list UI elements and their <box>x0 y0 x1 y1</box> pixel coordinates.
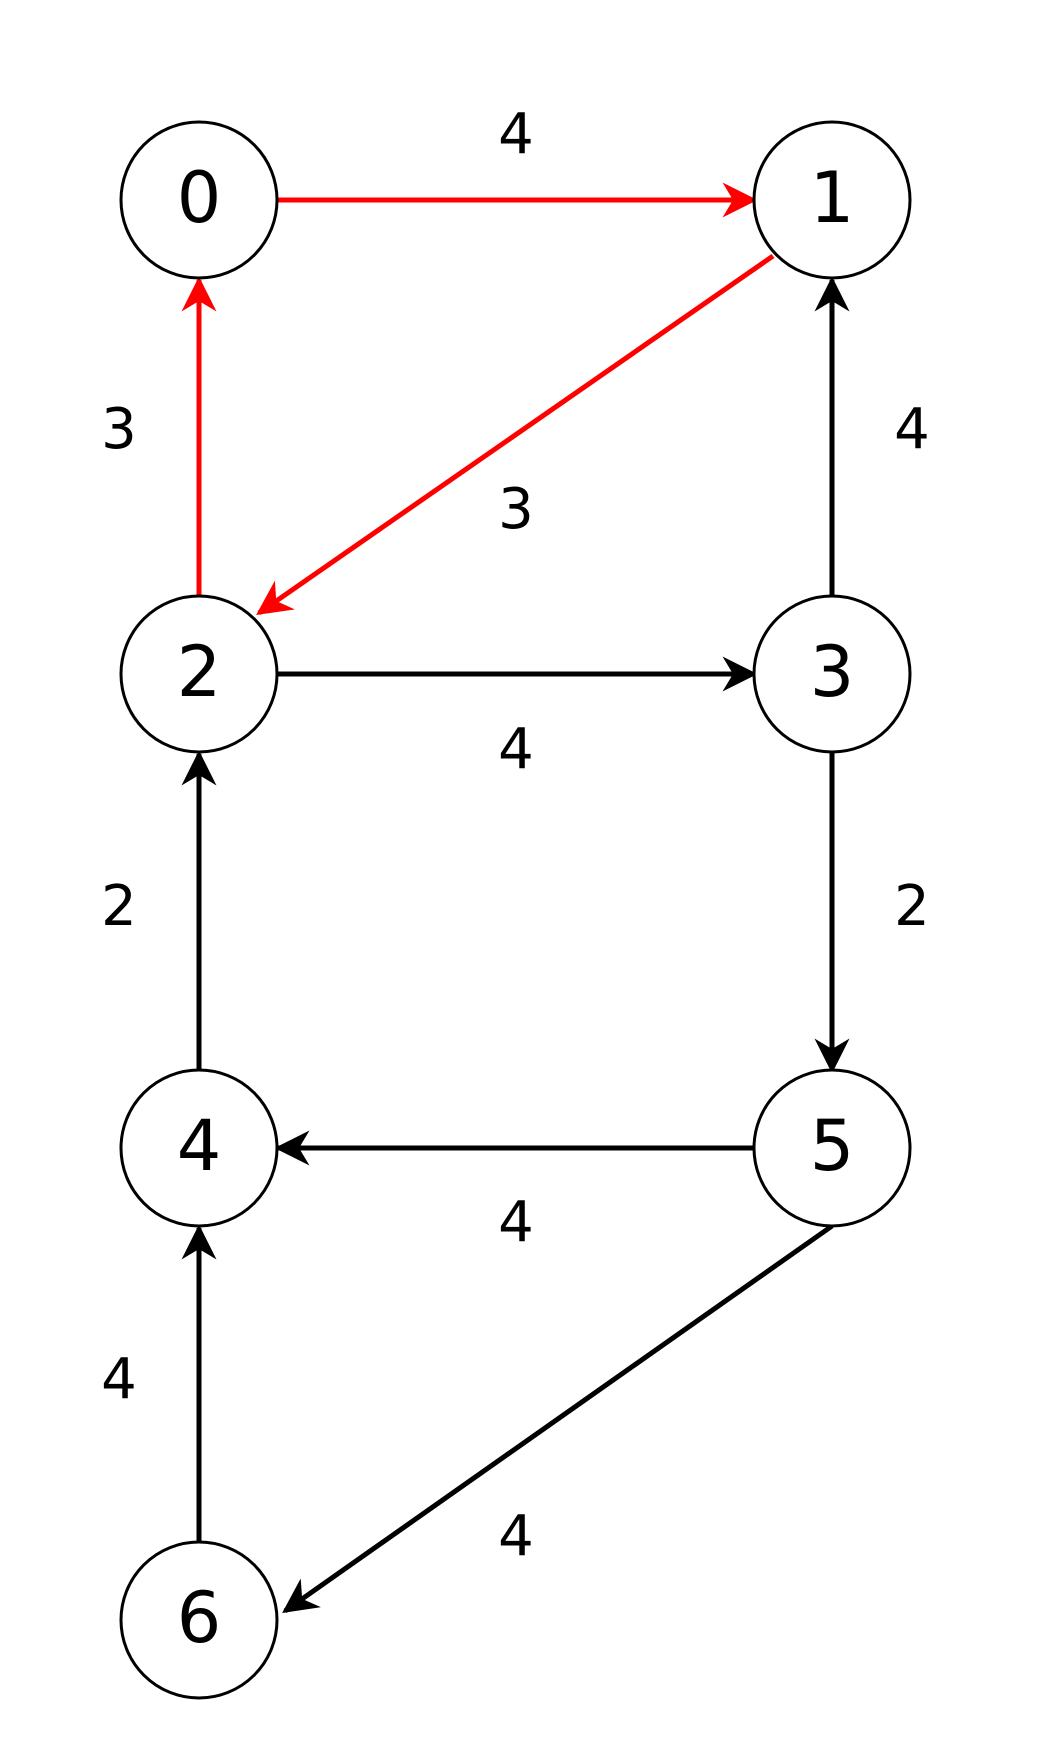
edge-5-6: 4 <box>282 1223 834 1614</box>
edge-weight-label: 4 <box>498 102 534 167</box>
node-label: 2 <box>177 631 222 713</box>
node-6: 6 <box>119 1540 279 1700</box>
node-circle <box>752 1068 912 1228</box>
node-5: 5 <box>752 1068 912 1228</box>
node-4: 4 <box>119 1068 279 1228</box>
edge-5-4: 4 <box>274 1130 754 1255</box>
node-0: 0 <box>119 120 279 280</box>
edge-weight-label: 3 <box>101 397 137 462</box>
node-2: 2 <box>119 594 279 754</box>
edge-3-1: 4 <box>814 276 930 596</box>
edges: 4 3 3 4 4 2 2 <box>101 102 930 1614</box>
edge-weight-label: 4 <box>498 1190 534 1255</box>
node-circle <box>119 1068 279 1228</box>
edge-weight-label: 2 <box>101 874 137 939</box>
edge-weight-label: 4 <box>498 1504 534 1569</box>
edge-2-3: 4 <box>278 656 758 782</box>
edge-3-5: 2 <box>814 752 930 1074</box>
node-circle <box>752 120 912 280</box>
edge-weight-label: 4 <box>894 397 930 462</box>
node-circle <box>119 594 279 754</box>
edge-weight-label: 4 <box>101 1347 137 1412</box>
node-label: 0 <box>177 157 222 239</box>
node-3: 3 <box>752 594 912 754</box>
edge-line <box>282 1223 834 1614</box>
edge-weight-label: 3 <box>498 477 534 542</box>
edge-line <box>256 253 775 616</box>
node-circle <box>119 120 279 280</box>
node-label: 1 <box>810 157 855 239</box>
node-circle <box>119 1540 279 1700</box>
node-label: 4 <box>177 1105 222 1187</box>
edge-weight-label: 2 <box>894 874 930 939</box>
edge-1-2: 3 <box>256 253 775 616</box>
edge-0-1: 4 <box>278 102 758 218</box>
nodes: 0 1 2 3 4 5 6 <box>119 120 912 1700</box>
node-circle <box>752 594 912 754</box>
node-label: 5 <box>810 1105 855 1187</box>
node-label: 3 <box>810 631 855 713</box>
node-label: 6 <box>177 1577 222 1659</box>
edge-weight-label: 4 <box>498 717 534 782</box>
edge-2-0: 3 <box>101 276 217 596</box>
edge-6-4: 4 <box>101 1224 217 1542</box>
edge-4-2: 2 <box>101 750 217 1070</box>
node-1: 1 <box>752 120 912 280</box>
